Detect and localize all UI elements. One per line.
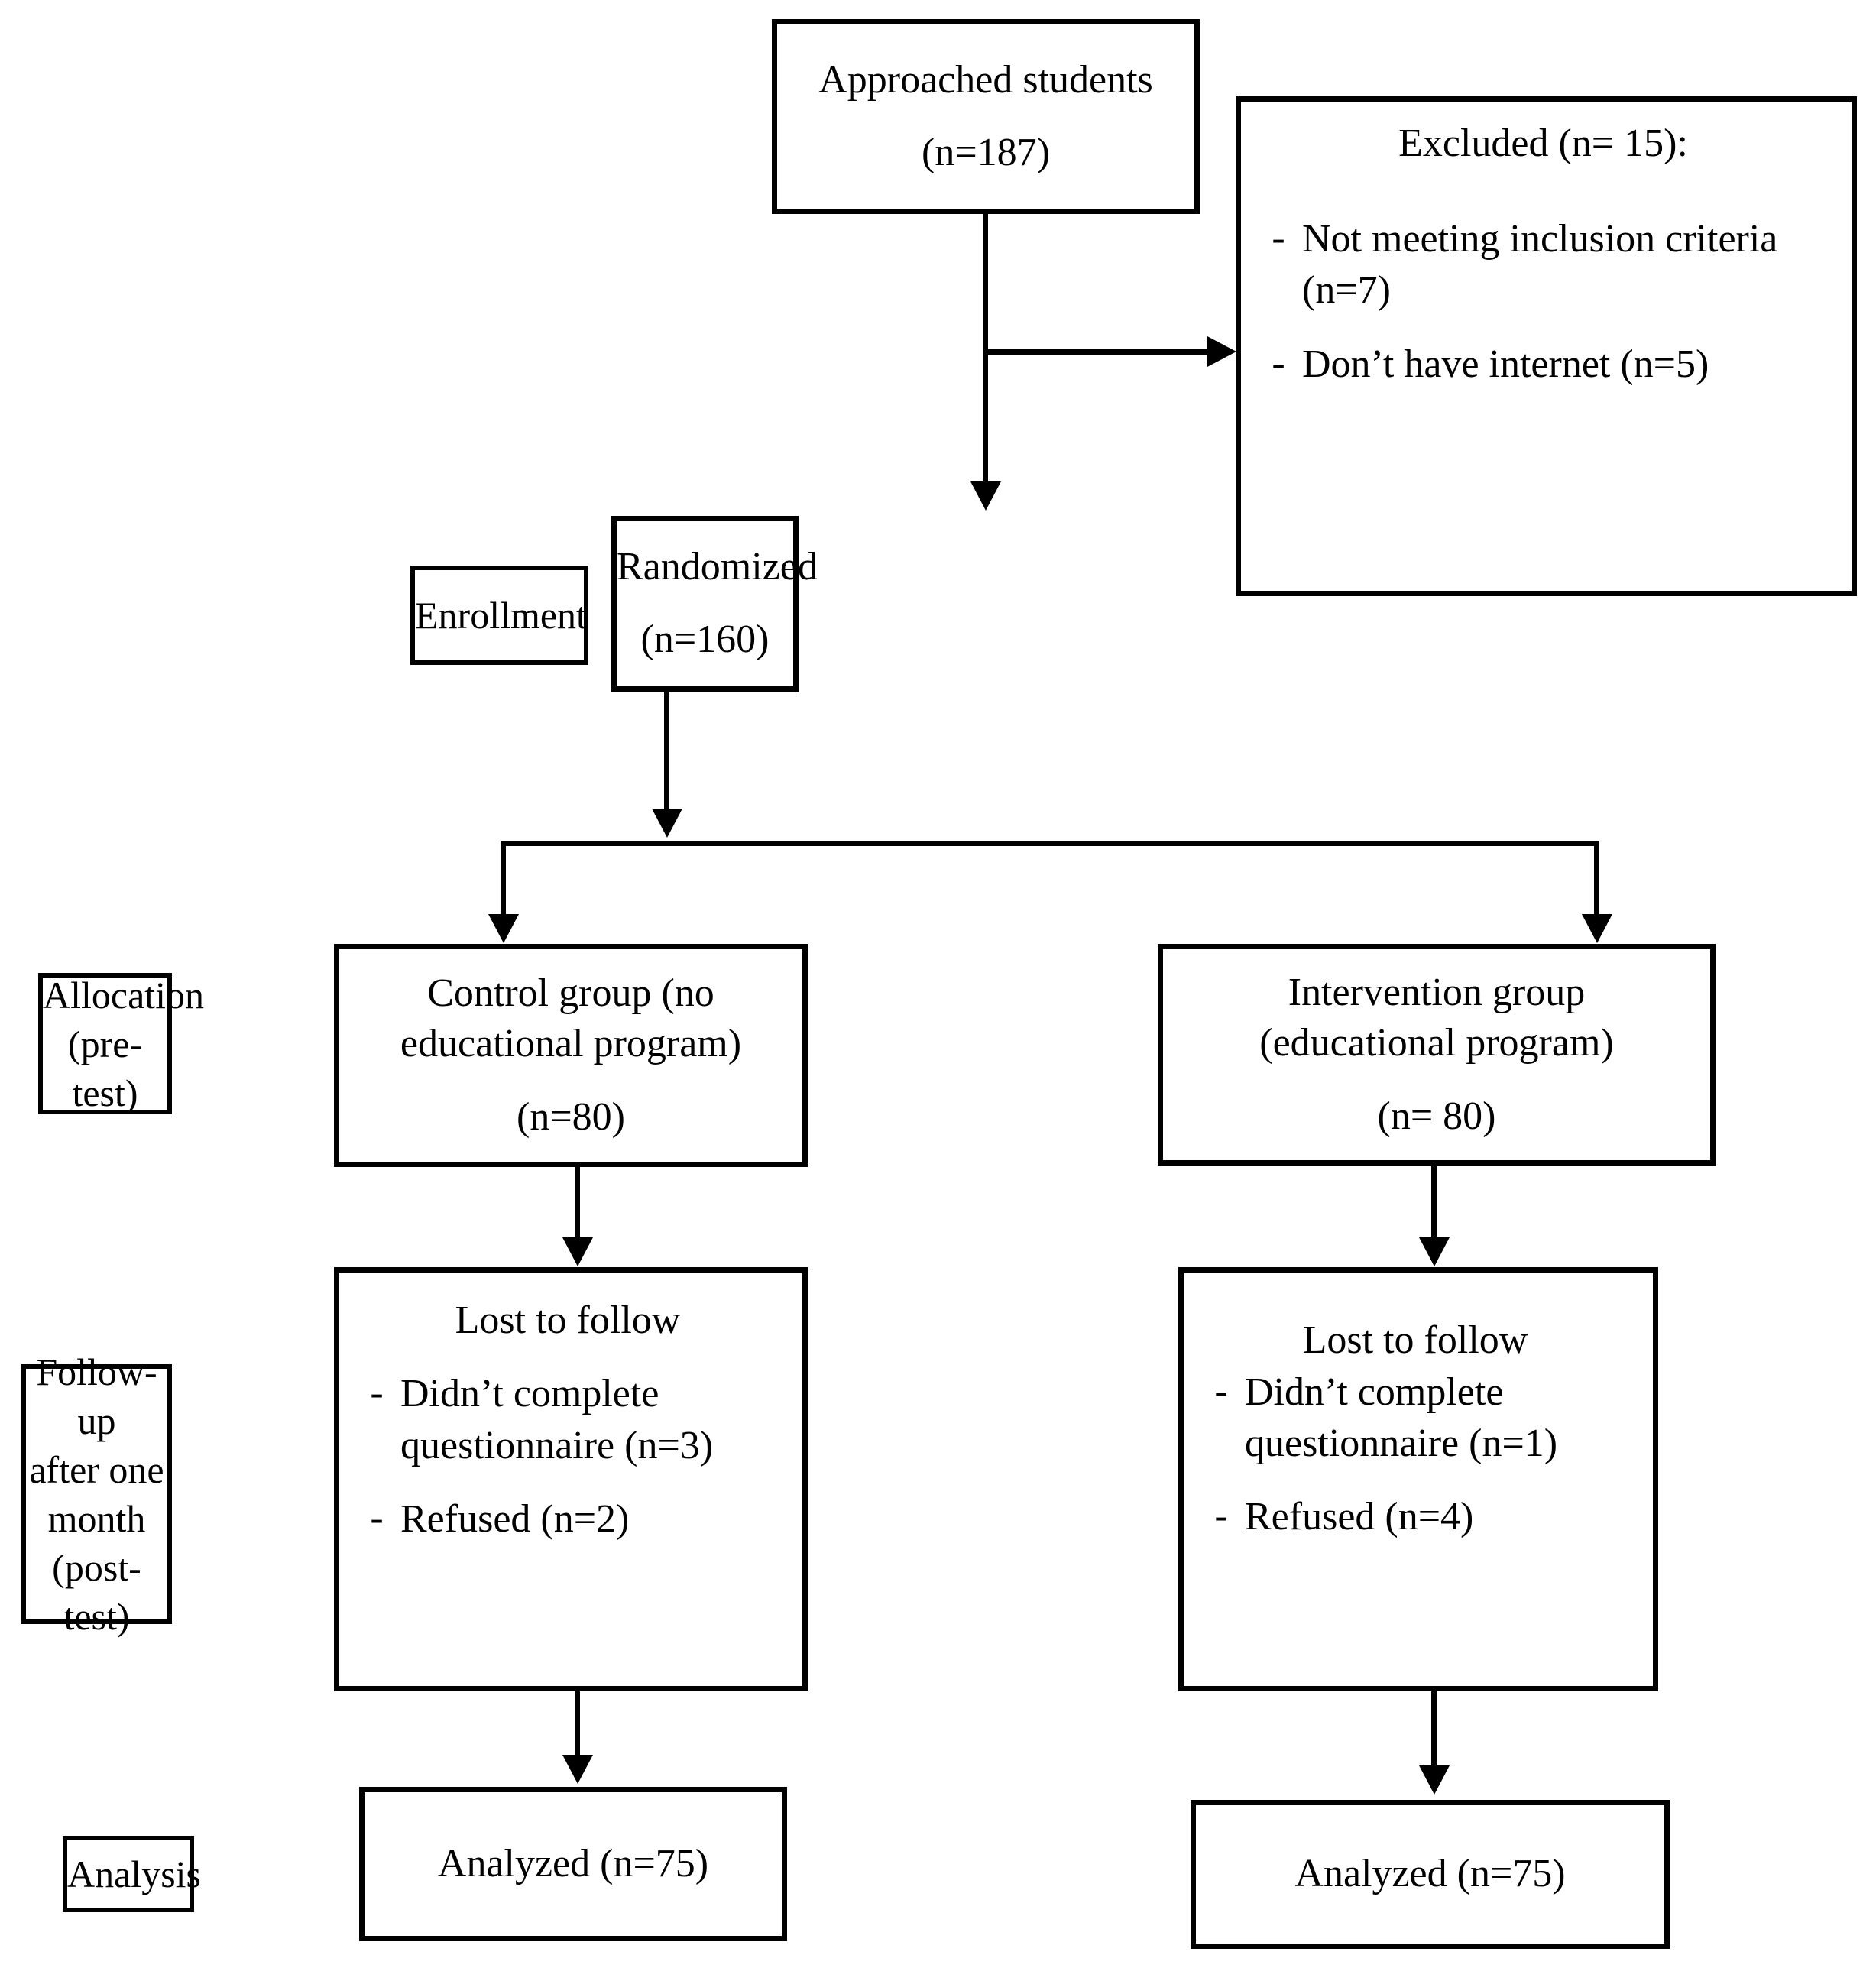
bullet-dash-icon: - xyxy=(1214,1494,1228,1538)
analyzed-intervention-text: Analyzed (n=75) xyxy=(1294,1852,1566,1896)
connector-randomized-stem xyxy=(664,692,669,814)
excluded-title: Excluded (n= 15): xyxy=(1398,122,1688,165)
lost-intervention-title: Lost to follow xyxy=(1302,1318,1528,1362)
analyzed-intervention-box: Analyzed (n=75) xyxy=(1191,1800,1670,1949)
bullet-dash-icon: - xyxy=(1272,341,1285,385)
stage-label-allocation-line2: (pre-test) xyxy=(67,1022,143,1114)
connector-lost-intervention-to-analyzed xyxy=(1431,1691,1437,1768)
stage-label-followup-line3: month (post- xyxy=(47,1497,146,1589)
excluded-item-0: - Not meeting inclusion criteria (n=7) xyxy=(1255,213,1832,316)
randomized-label: Randomized xyxy=(617,545,818,589)
approached-students-line1: Approached students xyxy=(818,57,1153,102)
lost-intervention-item-1-text: Refused (n=4) xyxy=(1245,1495,1474,1539)
randomized-count: (n=160) xyxy=(640,618,770,662)
connector-split-bar xyxy=(501,841,1599,846)
randomized-box: Randomized (n=160) xyxy=(611,516,818,692)
intervention-group-line2: (educational program) xyxy=(1259,1021,1614,1065)
analyzed-control-text: Analyzed (n=75) xyxy=(437,1841,709,1885)
lost-control-item-1-text: Refused (n=2) xyxy=(400,1496,630,1541)
lost-control-item-1: - Refused (n=2) xyxy=(353,1493,782,1545)
lost-to-followup-intervention-box: Lost to follow - Didn’t complete questio… xyxy=(1178,1267,1658,1691)
connector-control-to-lost xyxy=(575,1167,580,1242)
stage-label-enrollment-text: Enrollment xyxy=(415,594,587,637)
control-group-line2: educational program) xyxy=(400,1022,742,1066)
control-group-count: (n=80) xyxy=(517,1094,625,1139)
arrowhead-into-randomized xyxy=(970,481,1001,511)
analyzed-control-box: Analyzed (n=75) xyxy=(359,1787,787,1941)
lost-control-title: Lost to follow xyxy=(455,1298,681,1342)
arrowhead-into-intervention-group xyxy=(1582,914,1612,943)
excluded-item-1: - Don’t have internet (n=5) xyxy=(1255,339,1832,391)
lost-intervention-item-1: - Refused (n=4) xyxy=(1197,1491,1633,1543)
excluded-item-0-text: Not meeting inclusion criteria (n=7) xyxy=(1302,216,1778,313)
bullet-dash-icon: - xyxy=(1272,216,1285,260)
stage-label-analysis-text: Analysis xyxy=(67,1853,201,1895)
lost-to-followup-control-box: Lost to follow - Didn’t complete questio… xyxy=(334,1267,808,1691)
intervention-group-count: (n= 80) xyxy=(1377,1094,1496,1138)
lost-control-item-0: - Didn’t complete questionnaire (n=3) xyxy=(353,1368,782,1471)
connector-intervention-to-lost xyxy=(1431,1166,1437,1242)
stage-label-allocation-line1: Allocation xyxy=(43,973,205,1016)
excluded-box: Excluded (n= 15): - Not meeting inclusio… xyxy=(1236,96,1857,596)
arrowhead-into-lost-control xyxy=(562,1237,593,1266)
connector-lost-control-to-analyzed xyxy=(575,1691,580,1759)
arrowhead-into-analyzed-intervention xyxy=(1419,1765,1450,1795)
arrowhead-into-control-group xyxy=(488,914,519,943)
stage-label-followup-line4: test) xyxy=(63,1595,130,1638)
stage-label-followup: Follow-up after one month (post- test) xyxy=(21,1350,172,1638)
stage-label-allocation: Allocation (pre-test) xyxy=(38,973,205,1114)
arrowhead-into-excluded xyxy=(1207,336,1236,367)
control-group-line1: Control group (no xyxy=(427,971,714,1015)
connector-to-control-group xyxy=(501,841,506,919)
bullet-dash-icon: - xyxy=(1214,1369,1228,1413)
approached-students-count: (n=187) xyxy=(922,130,1050,174)
lost-intervention-item-0-text: Didn’t complete questionnaire (n=1) xyxy=(1245,1370,1558,1466)
approached-students-box: Approached students (n=187) xyxy=(772,19,1200,214)
arrowhead-randomized-split xyxy=(652,809,682,838)
arrowhead-into-lost-intervention xyxy=(1419,1237,1450,1266)
stage-label-followup-line1: Follow-up xyxy=(36,1350,157,1442)
stage-label-analysis: Analysis xyxy=(63,1836,201,1912)
connector-to-intervention-group xyxy=(1594,841,1599,919)
bullet-dash-icon: - xyxy=(370,1496,384,1540)
control-group-box: Control group (no educational program) (… xyxy=(334,944,808,1167)
arrowhead-into-analyzed-control xyxy=(562,1755,593,1784)
bullet-dash-icon: - xyxy=(370,1371,384,1415)
intervention-group-line1: Intervention group xyxy=(1288,970,1586,1014)
stage-label-followup-line2: after one xyxy=(29,1448,164,1491)
lost-control-item-0-text: Didn’t complete questionnaire (n=3) xyxy=(400,1372,714,1467)
intervention-group-box: Intervention group (educational program)… xyxy=(1158,944,1716,1166)
connector-approached-to-excluded xyxy=(983,349,1210,355)
lost-intervention-item-0: - Didn’t complete questionnaire (n=1) xyxy=(1197,1367,1633,1470)
stage-label-enrollment: Enrollment xyxy=(410,566,588,665)
excluded-item-1-text: Don’t have internet (n=5) xyxy=(1302,342,1709,386)
